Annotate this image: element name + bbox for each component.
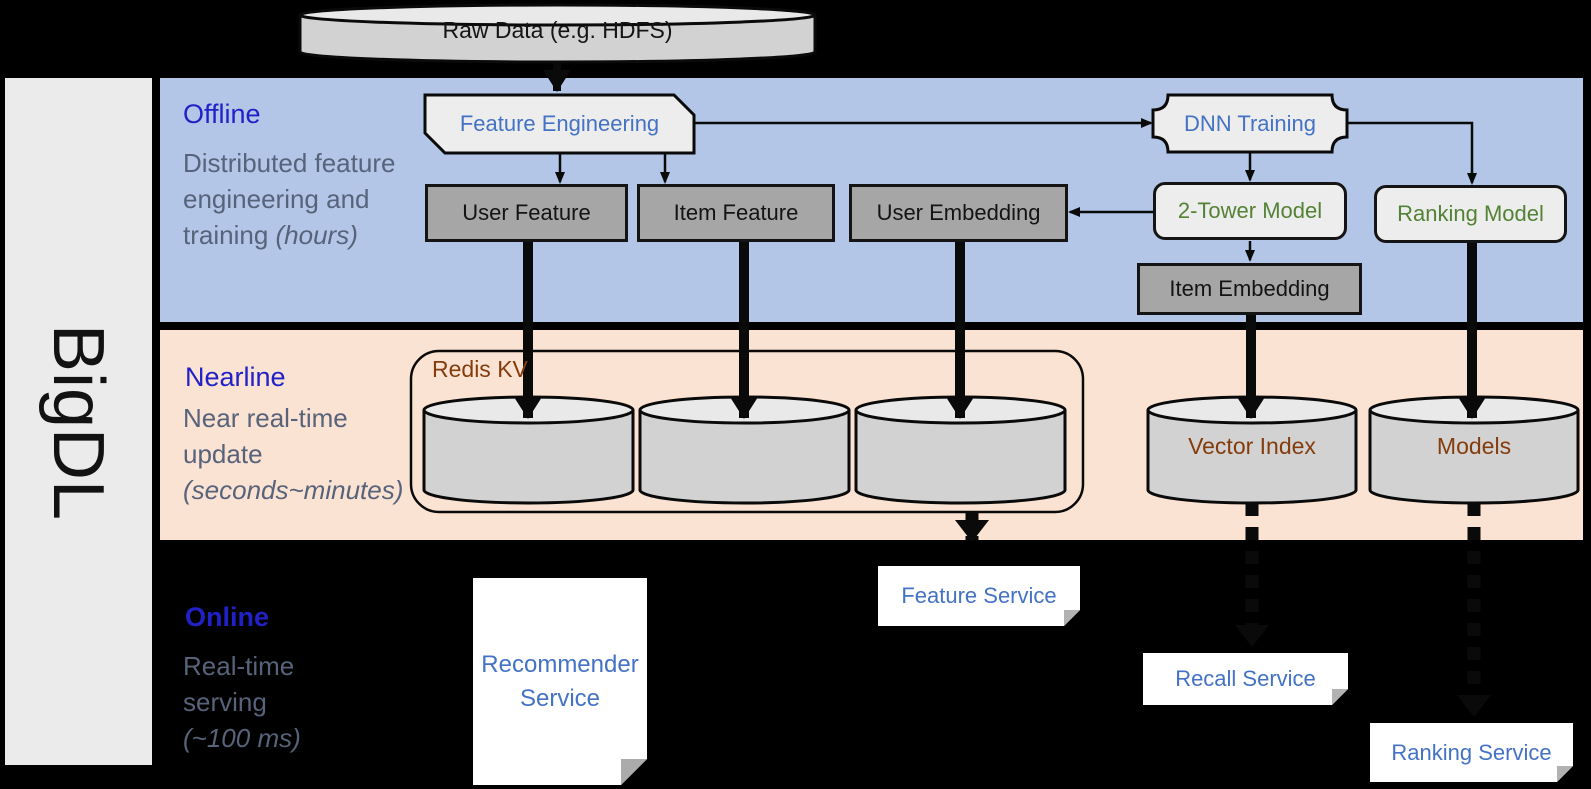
recommender-service-node: Recommender Service — [473, 578, 647, 785]
item-feature-node: Item Feature — [637, 184, 835, 242]
offline-title: Offline — [183, 99, 261, 129]
sidebar: BigDL — [5, 78, 152, 765]
arrow-dnn-to-ranking-model — [1347, 121, 1477, 185]
redis-kv-label: Redis KV — [432, 356, 528, 382]
two-tower-model-node: 2-Tower Model — [1153, 182, 1347, 240]
online-description-note: (~100 ms) — [183, 723, 301, 753]
ranking-service-node: Ranking Service — [1370, 723, 1573, 782]
user-feature-node: User Feature — [425, 184, 628, 242]
feature-engineering-shape — [423, 93, 696, 155]
nearline-title: Nearline — [185, 362, 286, 392]
item-embedding-node: Item Embedding — [1137, 263, 1362, 315]
online-title: Online — [185, 602, 270, 632]
vector-index-label: Vector Index — [1188, 432, 1316, 459]
feature-service-node: Feature Service — [878, 566, 1080, 626]
recall-service-node: Recall Service — [1143, 653, 1348, 705]
ranking-model-node: Ranking Model — [1374, 185, 1567, 243]
nearline-description: Near real-time update (seconds~minutes) — [183, 400, 418, 508]
raw-data-cylinder — [298, 3, 817, 64]
dnn-training-node: DNN Training — [1183, 110, 1317, 136]
nearline-description-text: Near real-time update — [183, 403, 348, 469]
feature-engineering-node: Feature Engineering — [459, 111, 660, 136]
raw-data-label: Raw Data (e.g. HDFS) — [442, 16, 673, 43]
offline-description: Distributed feature engineering and trai… — [183, 145, 398, 253]
online-description: Real-time serving (~100 ms) — [183, 648, 348, 756]
online-description-text: Real-time serving — [183, 651, 295, 717]
redis-cylinder-2 — [638, 395, 851, 505]
models-label: Models — [1436, 432, 1512, 459]
dnn-training-shape — [1151, 93, 1349, 154]
offline-description-text: Distributed feature engineering and trai… — [183, 148, 396, 250]
nearline-description-note: (seconds~minutes) — [183, 475, 404, 505]
offline-description-note: (hours) — [275, 220, 358, 250]
user-embedding-node: User Embedding — [849, 184, 1068, 242]
